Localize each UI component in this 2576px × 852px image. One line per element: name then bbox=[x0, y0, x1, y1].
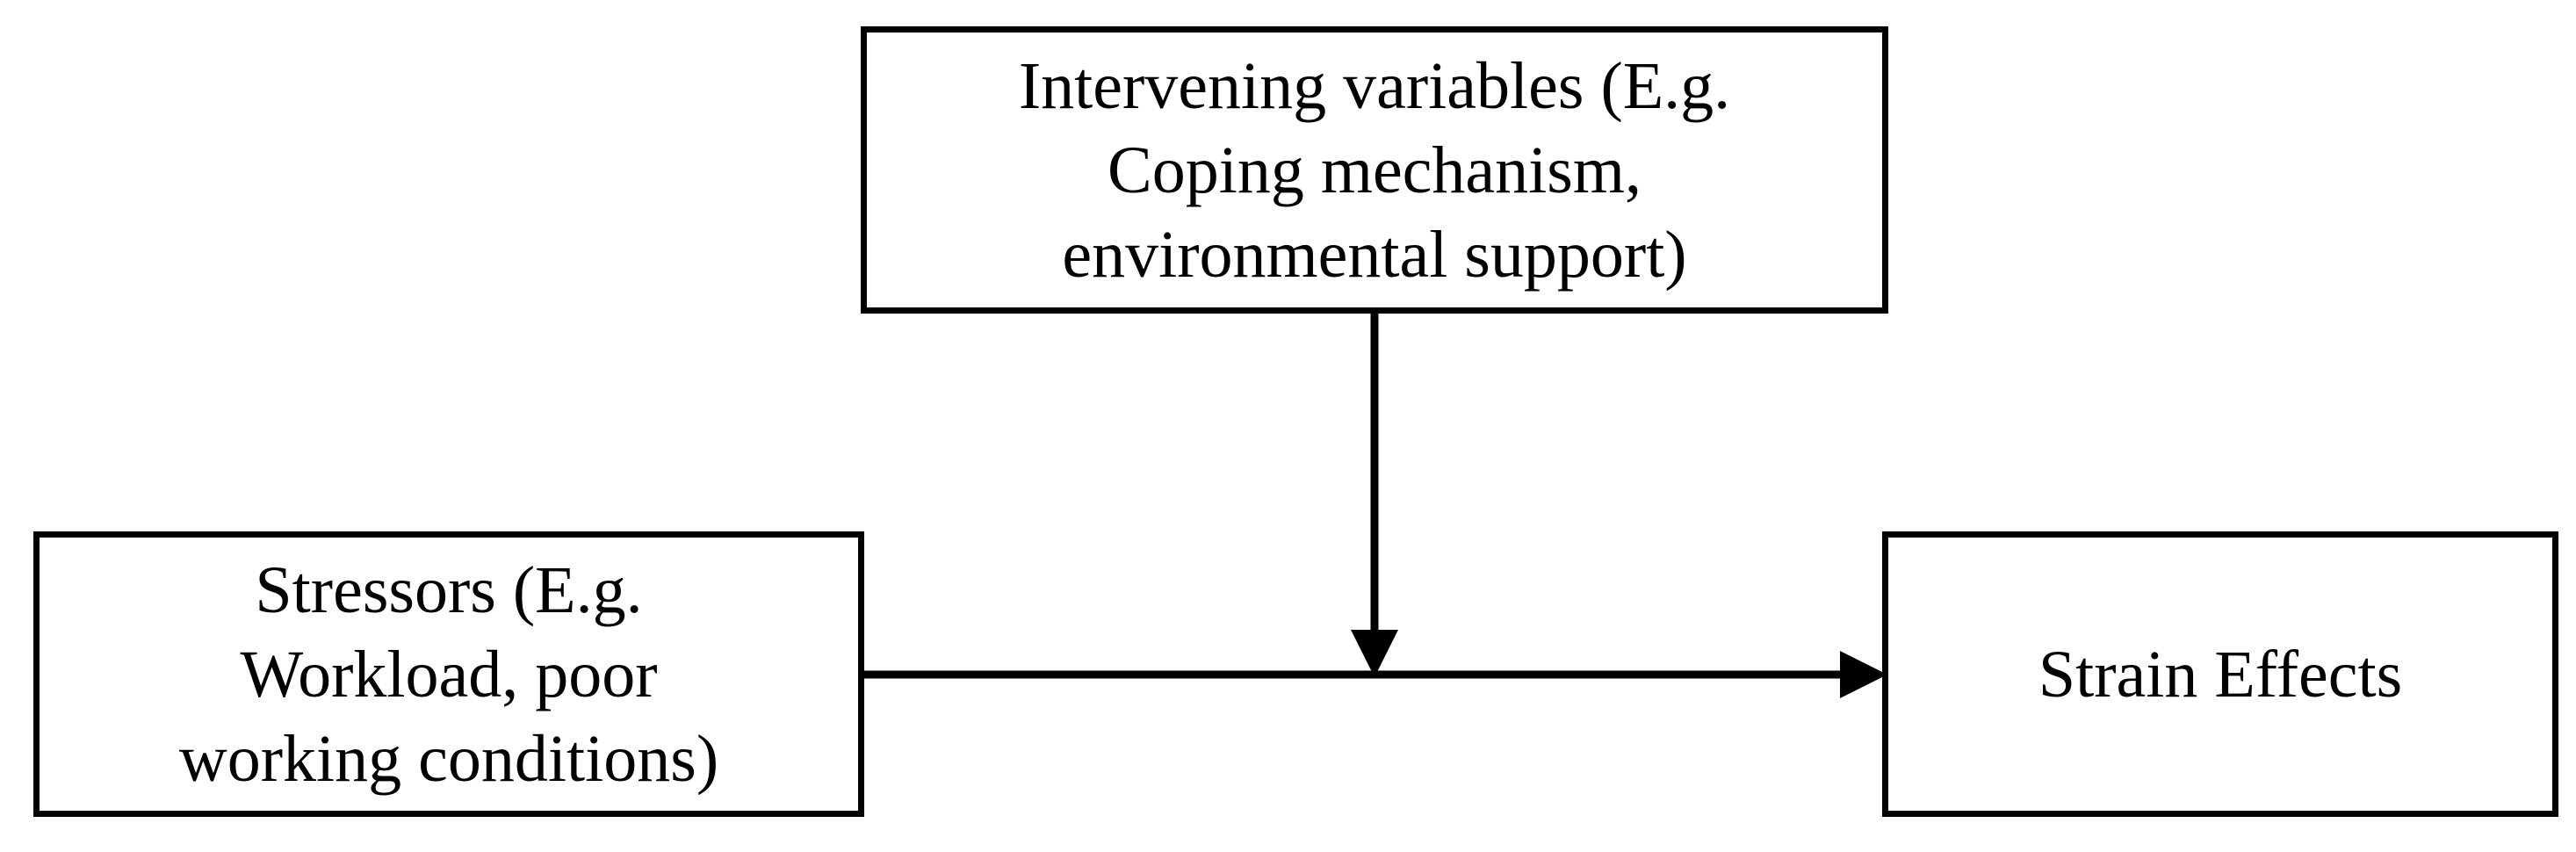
stressors-label: Stressors (E.g. Workload, poor working c… bbox=[179, 548, 718, 801]
strain-effects-label: Strain Effects bbox=[2038, 632, 2402, 717]
stressors-box: Stressors (E.g. Workload, poor working c… bbox=[33, 531, 864, 817]
intervening-line-3: environmental support) bbox=[1062, 217, 1687, 292]
strain-effects-box: Strain Effects bbox=[1882, 531, 2558, 817]
stressors-line-1: Stressors (E.g. bbox=[255, 552, 643, 627]
strain-line-1: Strain Effects bbox=[2038, 637, 2403, 711]
intervening-line-1: Intervening variables (E.g. bbox=[1018, 48, 1731, 123]
intervening-variables-label: Intervening variables (E.g. Coping mecha… bbox=[1019, 44, 1730, 297]
intervening-variables-box: Intervening variables (E.g. Coping mecha… bbox=[861, 26, 1888, 314]
intervening-line-2: Coping mechanism, bbox=[1108, 133, 1642, 207]
stressors-line-2: Workload, poor bbox=[240, 637, 658, 711]
stressors-line-3: working conditions) bbox=[178, 721, 719, 796]
